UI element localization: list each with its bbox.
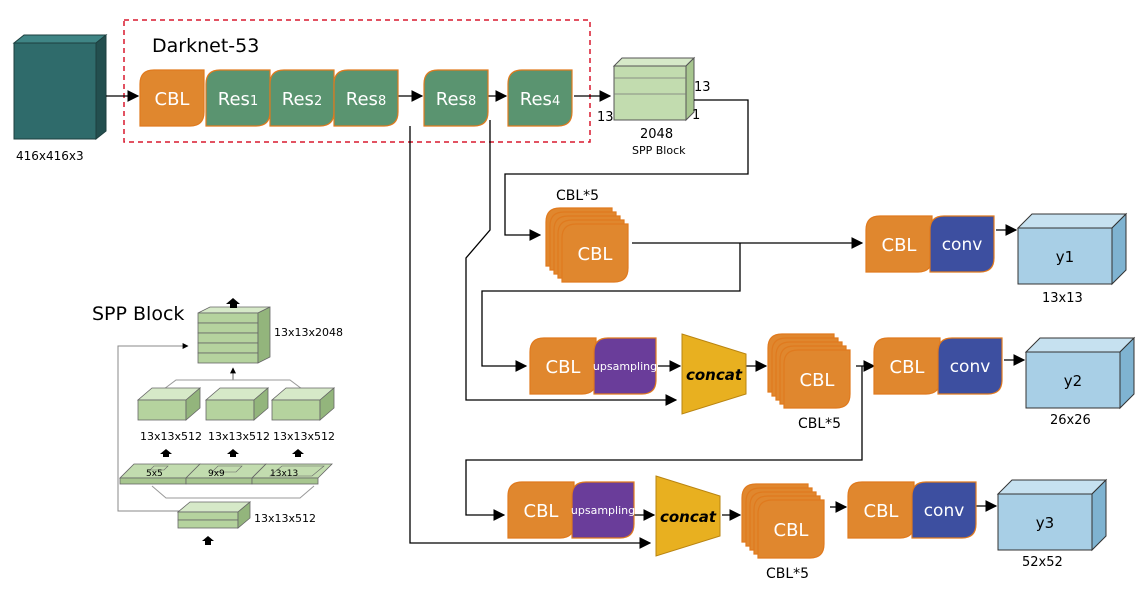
head1-cbl-label: CBL — [882, 235, 917, 256]
concat3-shape — [655, 475, 721, 557]
concat2-label: concat — [686, 366, 743, 384]
output-size-y2: 26x26 — [1050, 413, 1091, 428]
output-cube-y3: y3 — [996, 478, 1108, 552]
backbone-block-label-1: CBL — [155, 89, 190, 110]
spp-detail-mid-label-3: 13x13x512 — [273, 430, 335, 443]
cbl5-row3-label: CBL — [774, 520, 809, 541]
head1-conv-label: conv — [942, 235, 983, 255]
head1-conv — [929, 215, 995, 273]
spp-pooled-slab-2 — [204, 387, 270, 421]
spp-detail-pool-label-1: 5x5 — [146, 469, 163, 479]
input-feature-cube — [12, 33, 108, 141]
out1-label: y1 — [1056, 248, 1074, 266]
backbone-block-6 — [507, 69, 573, 127]
up3-cbl-label: CBL — [524, 501, 559, 522]
cbl5-label-row2: CBL*5 — [798, 416, 841, 432]
head2-conv — [937, 337, 1003, 395]
spp-detail-title: SPP Block — [92, 303, 184, 325]
head3-conv — [911, 481, 977, 539]
input-size-label: 416x416x3 — [16, 149, 84, 163]
output-size-y1: 13x13 — [1042, 291, 1083, 306]
spp-dim-13-right: 13 — [694, 80, 711, 95]
head3-cbl-label: CBL — [864, 501, 899, 522]
spp-detail-mid-label-2: 13x13x512 — [208, 430, 270, 443]
row1-to-row2-upsampling-arrow — [481, 243, 741, 372]
spp-detail-pool-label-2: 9x9 — [208, 469, 225, 479]
cbl-upsampling-row2: CBL upsampling — [529, 337, 657, 395]
spp-to-cbl5-row1-arrow — [504, 99, 749, 241]
spp-concat-stack — [197, 306, 271, 364]
spp-dim-13-left: 13 — [597, 110, 614, 125]
output-cube-y1: y1 — [1016, 212, 1128, 286]
out1-top — [1016, 213, 1128, 229]
out3-front — [997, 493, 1093, 551]
cbl-upsampling-row3: CBL upsampling — [507, 481, 635, 539]
backbone-block-label-6: Res4 — [520, 89, 560, 110]
cbl5-label-row3: CBL*5 — [766, 566, 809, 582]
detection-head-1: CBL conv — [865, 215, 995, 273]
up3-upsampling-label: upsampling — [571, 504, 635, 517]
backbone-block-label-2: Res1 — [218, 89, 258, 110]
cbl5-row3-layer-5 — [757, 499, 825, 559]
detection-head-3: CBL conv — [847, 481, 977, 539]
concat2-shape — [681, 333, 747, 415]
cbl5-stack-row1: CBL — [545, 207, 629, 283]
spp-detail-mid-label-1: 13x13x512 — [140, 430, 202, 443]
head2-conv-label: conv — [950, 357, 991, 377]
spp-detail-bottom-label: 13x13x512 — [254, 512, 316, 525]
spp-output-cube — [612, 56, 696, 122]
out2-top — [1024, 337, 1136, 353]
out3-label: y3 — [1036, 514, 1054, 532]
out3-top — [996, 479, 1108, 495]
cbl5-row2-layer-5 — [783, 349, 851, 409]
spp-pool-plane-3 — [251, 463, 333, 485]
up3-upsampling — [571, 481, 635, 539]
detection-head-2: CBL conv — [873, 337, 1003, 395]
darknet-53-title: Darknet-53 — [152, 35, 259, 57]
backbone-block-label-3: Res2 — [282, 89, 322, 110]
spp-block-caption: SPP Block — [632, 144, 686, 157]
backbone-block-label-4: Res8 — [346, 89, 386, 110]
up2-cbl-label: CBL — [546, 357, 581, 378]
backbone-block-1 — [139, 69, 205, 127]
cbl5-row2-label: CBL — [800, 370, 835, 391]
out1-front — [1017, 227, 1113, 285]
cbl5-row1-label: CBL — [578, 244, 613, 265]
backbone-block-4 — [333, 69, 399, 127]
concat-block-row2: concat — [681, 333, 747, 415]
up2-upsampling-label: upsampling — [593, 360, 657, 373]
spp-pooled-slab-1 — [136, 387, 202, 421]
concat3-label: concat — [660, 508, 717, 526]
cbl5-label-row1: CBL*5 — [556, 188, 599, 204]
backbone-blocks: CBL Res1 Res2 Res8 Res8 Res4 — [139, 69, 573, 127]
cbl5-stack-row2: CBL — [767, 333, 851, 409]
head3-conv-label: conv — [924, 501, 965, 521]
backbone-block-label-5: Res8 — [436, 89, 476, 110]
out2-front — [1025, 351, 1121, 409]
spp-pool-plane-2 — [185, 463, 267, 485]
row2-to-row3-upsampling-arrow — [465, 366, 863, 521]
res8-to-row3-concat-arrow — [409, 126, 652, 549]
spp-input-stack — [176, 501, 252, 529]
out2-label: y2 — [1064, 372, 1082, 390]
spp-detail-top-label: 13x13x2048 — [274, 326, 343, 339]
concat-block-row3: concat — [655, 475, 721, 557]
output-size-y3: 52x52 — [1022, 555, 1063, 570]
spp-detail-pool-label-3: 13x13 — [270, 469, 298, 479]
output-cube-y2: y2 — [1024, 336, 1136, 410]
cbl5-row1-layer-5 — [561, 223, 629, 283]
darknet-53-frame — [123, 19, 591, 143]
up2-upsampling — [593, 337, 657, 395]
spp-dim-1: 1 — [692, 108, 700, 123]
spp-channels-label: 2048 — [640, 127, 673, 142]
spp-pooled-slab-3 — [270, 387, 336, 421]
backbone-block-5 — [423, 69, 489, 127]
head2-cbl-label: CBL — [890, 357, 925, 378]
res8-to-row2-concat-arrow — [465, 120, 678, 406]
spp-detail-figure — [117, 298, 336, 545]
cbl5-stack-row3: CBL — [741, 483, 825, 559]
